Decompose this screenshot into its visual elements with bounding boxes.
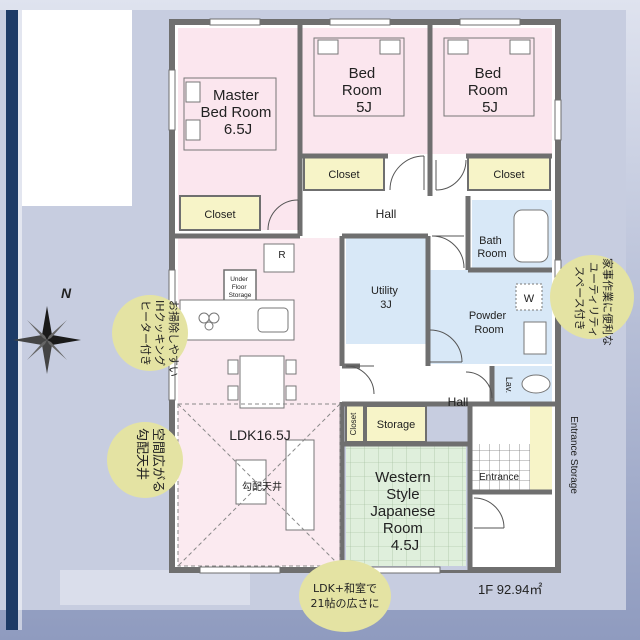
callout-cleaning: お掃除しやすい IHクッキング ヒーター付き [112,295,188,377]
japanese-room-line4: Room [383,520,423,537]
entrance-label: Entrance [479,472,519,483]
callout-sloped-ceiling: 空間広がる 勾配天井 [107,422,183,498]
sloped-ceiling-lines [177,403,341,567]
interior-walls [172,22,558,570]
bedroom-1-label-line2: Room [342,82,382,99]
bath-room-label-line1: Bath [479,235,502,247]
closets [179,155,551,443]
doors [267,155,505,529]
japanese-room-line3: Japanese [370,503,435,520]
hall-upper-label: Hall [376,207,397,221]
under-floor-storage-line3: Storage [229,292,252,299]
ldk-label: LDK16.5J [229,427,290,443]
callout-cleaning-line3: ヒーター付き [139,300,152,366]
master-bedroom-label-line3: 6.5J [224,121,252,138]
master-bedroom-label-line2: Bed Room [200,104,271,121]
svg-text:Bed Room 5J: Bed Room 5J [468,65,512,116]
callout-utility-line1: 家事作業に便利な [601,258,615,346]
svg-text:Under Floor Storag: Under Floor Storage [229,276,252,299]
callout-ldk-line2: 21帖の広さに [311,597,380,610]
under-floor-storage-line2: Floor [232,284,248,291]
svg-text:Bed Room 5J: Bed Room 5J [342,65,386,116]
furniture [179,37,551,531]
north-label: N [61,285,72,301]
callout-cleaning-line1: お掃除しやすい [167,300,181,377]
closet-master-label: Closet [204,209,235,221]
under-floor-storage-line1: Under [230,276,249,283]
master-bedroom-label-line1: Master [213,87,259,104]
svg-text:Utility 3J: Utility 3J [371,285,401,311]
hall-lower-label: Hall [448,395,469,409]
callout-utility-space: 家事作業に便利な ユーティリティ スペース付き [550,255,634,346]
bedroom-2-label-line2: Room [468,82,508,99]
japanese-room-line1: Western [375,469,431,486]
svg-text:Powder Room: Powder Room [469,310,509,336]
callout-ldk-line1: LDK+和室で [313,581,377,595]
bedroom-2-label-line1: Bed [475,65,502,82]
lav-label: Lav. [504,377,514,393]
callout-cleaning-line2: IHクッキング [153,300,167,366]
sloped-ceiling-mark-label: 勾配天井 [242,480,282,493]
bedroom-1-label-line3: 5J [356,99,372,116]
callout-sloped-line2: 勾配天井 [134,428,149,480]
powder-room-label-line1: Powder [469,310,507,322]
callout-utility-line3: スペース付き [573,266,586,331]
floor-area-label: 1F 92.94㎡ [478,582,542,597]
washer-label: W [524,293,535,305]
utility-area [346,238,426,344]
callout-utility-line2: ユーティリティ [587,262,600,338]
svg-text:Bath Room: Bath Room [477,235,506,260]
closet-bed2-label: Closet [493,169,524,181]
svg-text:Western Style Japa: Western Style Japanese Room 4.5J [370,469,439,554]
entrance-storage-area [530,404,552,492]
powder-room-label-line2: Room [474,324,503,336]
fridge-label: R [278,250,285,261]
bedroom-2-label-line3: 5J [482,99,498,116]
room-labels: Master Bed Room 6.5J Bed Room 5J Bed Roo… [200,65,579,554]
entrance-storage-label: Entrance Storage [568,416,579,494]
utility-label-line2: 3J [380,299,392,311]
callout-ldk-japanese: LDK+和室で 21帖の広さに [299,560,391,632]
japanese-room-area [346,446,466,566]
utility-label-line1: Utility [371,285,398,297]
entrance-step-area [472,492,552,566]
road-strip [6,10,18,630]
callout-sloped-line1: 空間広がる [150,428,165,493]
bath-room-label-line2: Room [477,248,506,260]
closet-small-label: Closet [349,412,358,435]
closet-bed1-label: Closet [328,169,359,181]
japanese-room-line5: 4.5J [391,537,419,554]
hall-lower-area [346,366,492,404]
japanese-room-line2: Style [386,486,419,503]
compass-rose: N [13,285,81,374]
svg-text:Master Bed Room 6.: Master Bed Room 6.5J [200,87,275,138]
storage-label: Storage [377,419,416,431]
bedroom-1-label-line1: Bed [349,65,376,82]
